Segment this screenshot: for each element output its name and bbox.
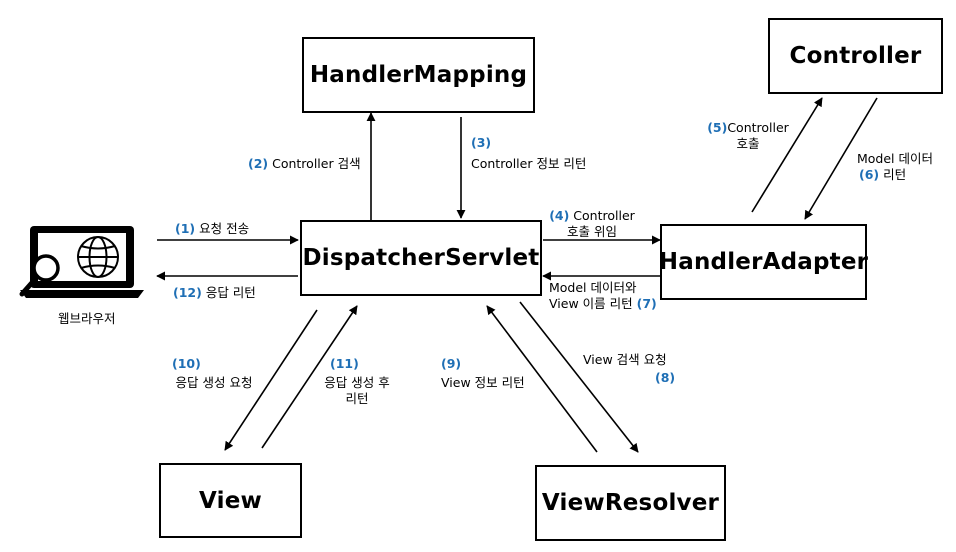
step-4-number: (4)	[549, 208, 570, 223]
step-2-number: (2)	[248, 156, 269, 171]
step-6-label: Model 데이터 (6) 리턴	[857, 151, 933, 183]
step-3-label: (3) Controller 정보 리턴	[471, 135, 586, 172]
controller-box: Controller	[768, 18, 943, 94]
arrow-6-return-model	[804, 97, 878, 220]
step-8-label: View 검색 요청 (8)	[583, 352, 675, 386]
step-7-label: Model 데이터와 View 이름 리턴 (7)	[549, 280, 657, 312]
step-12-text: 응답 리턴	[205, 285, 256, 300]
view-box: View	[159, 463, 302, 538]
step-6-line2: 리턴	[883, 167, 907, 182]
view-resolver-box: ViewResolver	[535, 465, 726, 541]
step-11-label: (11) 응답 생성 후 리턴	[316, 356, 398, 407]
arrow-9-return-view	[486, 305, 598, 453]
web-browser-label: 웹브라우저	[58, 311, 116, 326]
step-2-text: Controller 검색	[272, 156, 361, 171]
view-label: View	[199, 487, 262, 514]
step-5-label: (5)Controller 호출	[700, 120, 796, 152]
step-9-number: (9)	[441, 356, 462, 371]
step-2-label: (2) Controller 검색	[248, 156, 361, 172]
arrow-11-render-return	[261, 305, 358, 449]
step-4-line1: Controller	[573, 208, 635, 223]
step-7-line2: View 이름 리턴	[549, 296, 633, 311]
step-11-line2: 리턴	[345, 391, 369, 406]
step-5-line1: Controller	[727, 120, 789, 135]
step-7-number: (7)	[636, 296, 657, 311]
dispatcher-servlet-label: DispatcherServlet	[302, 245, 540, 271]
handler-adapter-label: HandlerAdapter	[658, 249, 869, 275]
step-9-text: View 정보 리턴	[441, 375, 525, 390]
arrow-8-search-view	[519, 301, 639, 453]
step-6-line1: Model 데이터	[857, 151, 934, 166]
step-12-label: (12) 응답 리턴	[173, 285, 256, 301]
arrow-5-call-controller	[751, 97, 823, 213]
step-4-line2: 호출 위임	[567, 224, 617, 239]
step-12-number: (12)	[173, 285, 202, 300]
handler-mapping-box: HandlerMapping	[302, 37, 535, 113]
laptop-globe-magnifier-icon	[19, 226, 144, 298]
step-6-number: (6)	[859, 167, 880, 182]
step-11-number: (11)	[330, 356, 359, 371]
step-11-line1: 응답 생성 후	[324, 375, 390, 390]
step-4-label: (4) Controller 호출 위임	[546, 208, 638, 240]
step-9-label: (9) View 정보 리턴	[441, 356, 525, 391]
step-1-label: (1) 요청 전송	[175, 221, 249, 237]
step-8-text: View 검색 요청	[583, 352, 667, 367]
controller-label: Controller	[789, 43, 922, 69]
step-10-number: (10)	[172, 356, 201, 371]
step-5-number: (5)	[707, 120, 728, 135]
handler-mapping-label: HandlerMapping	[309, 62, 528, 88]
step-3-text: Controller 정보 리턴	[471, 156, 587, 171]
dispatcher-servlet-box: DispatcherServlet	[300, 220, 542, 296]
step-10-label: (10) 응답 생성 요청	[166, 356, 262, 391]
step-1-number: (1)	[175, 221, 196, 236]
step-5-line2: 호출	[736, 136, 760, 151]
step-10-text: 응답 생성 요청	[175, 375, 253, 390]
step-7-line1: Model 데이터와	[549, 280, 637, 295]
arrow-10-render-request	[224, 309, 318, 451]
step-3-number: (3)	[471, 135, 492, 150]
step-1-text: 요청 전송	[199, 221, 250, 236]
step-8-number: (8)	[655, 370, 676, 385]
view-resolver-label: ViewResolver	[541, 490, 720, 516]
handler-adapter-box: HandlerAdapter	[658, 224, 869, 300]
